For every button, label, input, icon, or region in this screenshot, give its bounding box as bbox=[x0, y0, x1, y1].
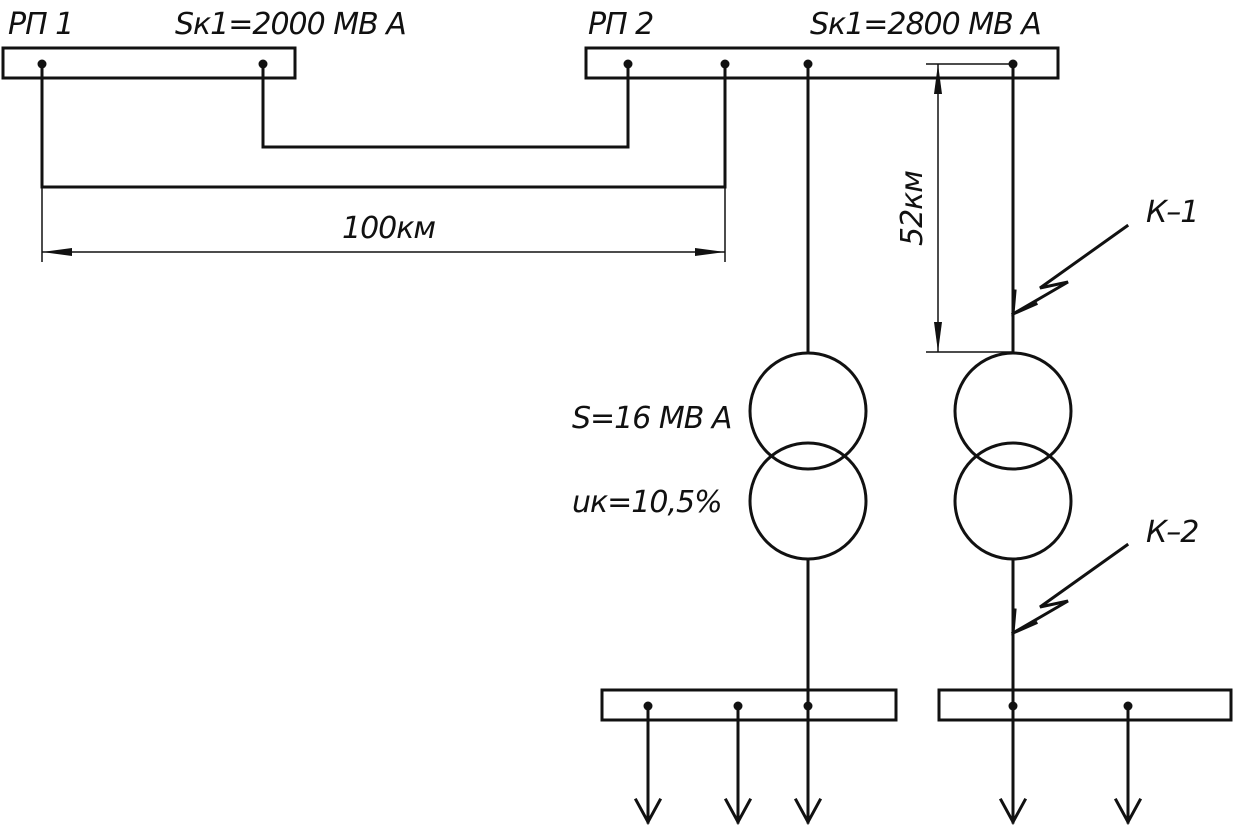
node-dot bbox=[643, 701, 653, 711]
dim-52-arrow-top bbox=[934, 64, 942, 94]
node-dot bbox=[1123, 701, 1133, 711]
dim-100-arrow-left bbox=[42, 248, 72, 256]
label-transformer-uk: uк=10,5% bbox=[572, 485, 722, 520]
line-rp1-rp2-upper bbox=[261, 62, 630, 149]
label-rp2: РП 2 bbox=[588, 7, 653, 42]
load-arrow-1 bbox=[633, 704, 663, 826]
transformer-left bbox=[748, 351, 868, 561]
node-dot bbox=[803, 701, 813, 711]
fault-k1-lightning-icon bbox=[1010, 223, 1130, 317]
label-rp1-sk: Sк1=2000 МВ А bbox=[175, 7, 406, 42]
label-fault-k1: К–1 bbox=[1146, 195, 1198, 230]
node-dot bbox=[258, 59, 268, 69]
busbar-load-right bbox=[937, 688, 1233, 722]
label-distance-52: 52км bbox=[895, 171, 930, 246]
dim-52-arrow-bottom bbox=[934, 322, 942, 352]
node-dot bbox=[623, 59, 633, 69]
node-dot bbox=[1008, 59, 1018, 69]
label-distance-100: 100км bbox=[342, 211, 435, 246]
label-transformer-power: S=16 МВ А bbox=[572, 401, 731, 436]
label-rp1: РП 1 bbox=[8, 7, 73, 42]
dim-100-arrow-right bbox=[695, 248, 725, 256]
label-fault-k2: К–2 bbox=[1146, 515, 1198, 550]
load-arrow-3 bbox=[793, 704, 823, 826]
node-dot bbox=[720, 59, 730, 69]
node-dot bbox=[733, 701, 743, 711]
load-arrow-5 bbox=[1113, 704, 1143, 826]
load-arrow-2 bbox=[723, 704, 753, 826]
node-dot bbox=[803, 59, 813, 69]
fault-k2-lightning-icon bbox=[1010, 542, 1130, 636]
busbar-rp1 bbox=[1, 46, 297, 80]
node-dot bbox=[1008, 701, 1018, 711]
transformer-right bbox=[953, 351, 1073, 561]
busbar-rp2 bbox=[584, 46, 1060, 80]
load-arrow-4 bbox=[998, 704, 1028, 826]
label-rp2-sk: Sк1=2800 МВ А bbox=[810, 7, 1041, 42]
node-dot bbox=[37, 59, 47, 69]
line-rp1-rp2-lower bbox=[40, 62, 727, 189]
